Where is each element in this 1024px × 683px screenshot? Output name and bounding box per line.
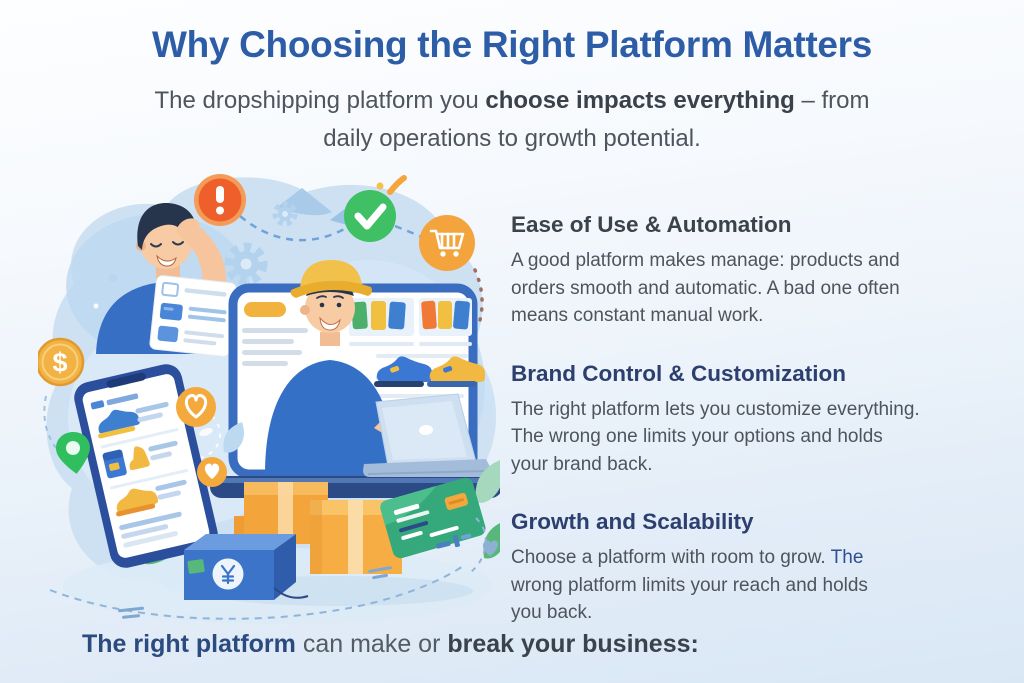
benefit-heading: Brand Control & Customization <box>511 360 846 386</box>
dashed-connector <box>239 215 347 242</box>
footer-bold-navy: The right platform <box>82 630 296 658</box>
svg-text:$: $ <box>52 348 67 378</box>
subtitle-text: – from <box>794 87 870 114</box>
benefit-body: Choose a platform with room to grow. The… <box>511 544 963 627</box>
benefit-section-brand-control: Brand Control & Customization The right … <box>511 361 963 479</box>
dotted-connector <box>473 268 484 326</box>
dollar-coin-icon: $ <box>38 337 85 387</box>
subtitle-text: The dropshipping platform you <box>154 87 486 114</box>
benefit-body-text: Choose a platform with room to grow. <box>511 547 831 568</box>
benefit-body: The right platform lets you customize ev… <box>511 398 920 475</box>
exclamation-icon <box>194 174 246 226</box>
dashed-path <box>49 563 467 620</box>
benefit-body-highlight: The <box>830 547 864 568</box>
clothes-rack <box>349 298 472 346</box>
gear-icon <box>272 201 298 227</box>
benefits-list: Ease of Use & Automation A good platform… <box>511 212 963 658</box>
gear-icon <box>224 242 268 286</box>
page-title: Why Choosing the Right Platform Matters <box>151 24 873 65</box>
page-header: Why Choosing the Right Platform Matters … <box>0 24 1024 158</box>
benefit-body: A good platform makes manage: products a… <box>511 250 900 326</box>
benefit-section-ease-of-use: Ease of Use & Automation A good platform… <box>511 212 963 330</box>
sneaker-products <box>374 354 485 407</box>
subtitle-bold-text: choose impacts everything <box>485 87 795 114</box>
package-box-icon <box>234 482 402 574</box>
benefit-section-growth-scalability: Growth and Scalability Choose a platform… <box>511 509 963 627</box>
cart-icon <box>419 215 475 271</box>
checkmark-icon <box>344 175 407 242</box>
subtitle-line1: The dropshipping platform you choose imp… <box>0 82 1024 120</box>
subtitle: The dropshipping platform you choose imp… <box>0 82 1024 158</box>
page-footer: The right platform can make or break you… <box>82 630 699 659</box>
heart-icon <box>176 387 216 427</box>
screen-button <box>244 302 286 317</box>
credit-card-icon <box>380 477 486 559</box>
dropshipping-illustration: $ <box>38 174 500 624</box>
screen-text-lines <box>242 328 308 366</box>
subtitle-line2: daily operations to growth potential. <box>323 125 701 152</box>
blue-box <box>184 534 309 600</box>
footer-regular: can make or <box>295 630 448 658</box>
location-pin-icon <box>56 431 90 474</box>
heart-icon <box>482 540 498 556</box>
dashed-path <box>467 517 487 575</box>
benefit-body-text: wrong platform limits your reach and hol… <box>511 574 868 624</box>
dashed-connector <box>394 224 429 242</box>
cap <box>300 260 362 288</box>
footer-bold-dark: break your business: <box>447 630 699 658</box>
benefit-heading: Ease of Use & Automation <box>511 212 792 237</box>
smartphone-icon <box>74 364 218 568</box>
decor-glyphs <box>436 533 472 549</box>
decor-lines <box>118 566 392 619</box>
document <box>149 275 237 357</box>
laptop-icon <box>363 393 492 477</box>
benefit-heading: Growth and Scalability <box>511 509 754 534</box>
frustrated-seller <box>96 202 237 357</box>
heart-icon <box>197 457 227 487</box>
